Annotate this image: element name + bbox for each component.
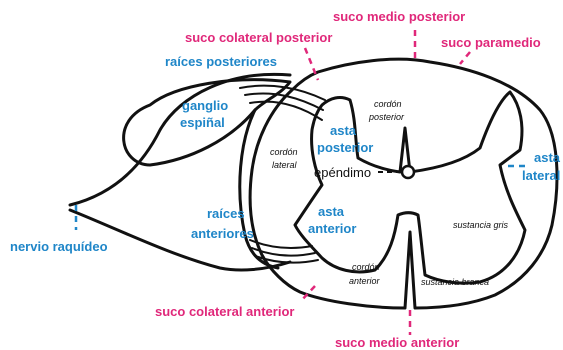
label-cordon-lateral-2: lateral: [272, 160, 298, 170]
label-cordon-lateral-1: cordón: [270, 147, 298, 157]
label-ependimo: epéndimo: [314, 165, 371, 180]
label-sustancia-branca: sustancia branca: [421, 277, 489, 287]
label-cordon-posterior-1: cordón: [374, 99, 402, 109]
label-sustancia-gris: sustancia gris: [453, 220, 509, 230]
label-asta-anterior-1: asta: [318, 204, 345, 219]
leader-suco-paramedio: [460, 52, 470, 64]
label-suco-colateral-posterior: suco colateral posterior: [185, 30, 332, 45]
label-asta-posterior-1: asta: [330, 123, 357, 138]
label-espinal: espiñal: [180, 115, 225, 130]
label-raices-anteriores-1: raíces: [207, 206, 245, 221]
label-cordon-posterior-2: posterior: [368, 112, 405, 122]
label-raices-posteriores: raíces posteriores: [165, 54, 277, 69]
label-cordon-anterior-2: anterior: [349, 276, 381, 286]
label-suco-paramedio: suco paramedio: [441, 35, 541, 50]
central-canal: [402, 166, 414, 178]
label-suco-medio-posterior: suco medio posterior: [333, 9, 465, 24]
label-cordon-anterior-1: cordón: [352, 262, 380, 272]
label-suco-medio-anterior: suco medio anterior: [335, 335, 459, 350]
label-asta-lateral-2: lateral: [522, 168, 560, 183]
label-asta-lateral-1: asta: [534, 150, 561, 165]
label-raices-anteriores-2: anteriores: [191, 226, 254, 241]
label-ganglio: ganglio: [182, 98, 228, 113]
label-asta-anterior-2: anterior: [308, 221, 356, 236]
spinal-cord-cross-section: [250, 59, 557, 308]
label-suco-colateral-anterior: suco colateral anterior: [155, 304, 294, 319]
label-asta-posterior-2: posterior: [317, 140, 373, 155]
label-nervio-raquideo: nervio raquídeo: [10, 239, 108, 254]
